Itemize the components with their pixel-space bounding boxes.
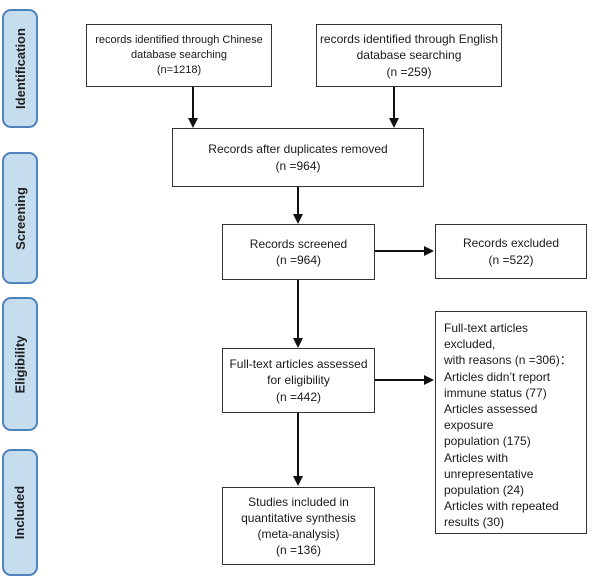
fulltext-excluded-line: immune status (77) (444, 385, 547, 400)
chinese-db-line2: database searching (130, 49, 227, 62)
english-db-line1: records identified through English (319, 32, 499, 47)
box-records-screened: Records screened (n =964) (222, 224, 375, 280)
box-chinese-database: records identified through Chinese datab… (86, 24, 272, 87)
fulltext-excluded-line: unrepresentative (444, 466, 534, 481)
fulltext-excluded-line: Articles with repeated (444, 499, 559, 514)
box-english-database: records identified through English datab… (316, 24, 502, 87)
english-db-line2: database searching (356, 48, 462, 63)
fulltext-excluded-line: Articles didn’t report (444, 369, 551, 384)
box-fulltext-excluded: Full-text articles excluded, with reason… (435, 311, 587, 534)
box-records-excluded: Records excluded (n =522) (435, 224, 587, 279)
fulltext-assessed-count: (n =442) (275, 389, 322, 404)
stage-screening: Screening (2, 152, 38, 284)
stage-eligibility: Eligibility (2, 297, 38, 431)
english-db-count: (n =259) (386, 64, 432, 79)
records-excluded-label: Records excluded (462, 236, 560, 251)
box-studies-included: Studies included in quantitative synthes… (222, 487, 375, 565)
chinese-db-line1: records identified through Chinese (95, 34, 263, 47)
fulltext-excluded-line: with reasons (n =306)： (444, 353, 572, 368)
stage-included: Included (2, 449, 38, 576)
fulltext-assessed-line1: Full-text articles assessed (229, 357, 368, 372)
fulltext-excluded-line: Articles with (444, 450, 509, 465)
fulltext-excluded-line: population (175) (444, 434, 531, 449)
fulltext-excluded-line: population (24) (444, 482, 525, 497)
studies-included-line2: quantitative synthesis (241, 510, 356, 525)
fulltext-excluded-line: results (30) (444, 515, 505, 530)
records-screened-label: Records screened (249, 236, 348, 251)
chinese-db-count: (n=1218) (156, 63, 202, 76)
box-duplicates-removed: Records after duplicates removed (n =964… (172, 128, 424, 187)
records-excluded-count: (n =522) (488, 252, 534, 267)
stage-identification: Identification (2, 9, 38, 128)
box-fulltext-assessed: Full-text articles assessed for eligibil… (222, 348, 375, 413)
fulltext-excluded-line: Full-text articles excluded, (444, 321, 529, 352)
studies-included-line1: Studies included in (248, 494, 349, 509)
fulltext-assessed-line2: for eligibility (267, 373, 330, 388)
duplicates-removed-label: Records after duplicates removed (208, 142, 388, 157)
fulltext-excluded-line: Articles assessed exposure (444, 401, 538, 433)
records-screened-count: (n =964) (275, 253, 322, 267)
duplicates-removed-count: (n =964) (275, 158, 321, 173)
studies-included-count: (n =136) (275, 543, 322, 558)
studies-included-line3: (meta-analysis) (257, 527, 340, 541)
